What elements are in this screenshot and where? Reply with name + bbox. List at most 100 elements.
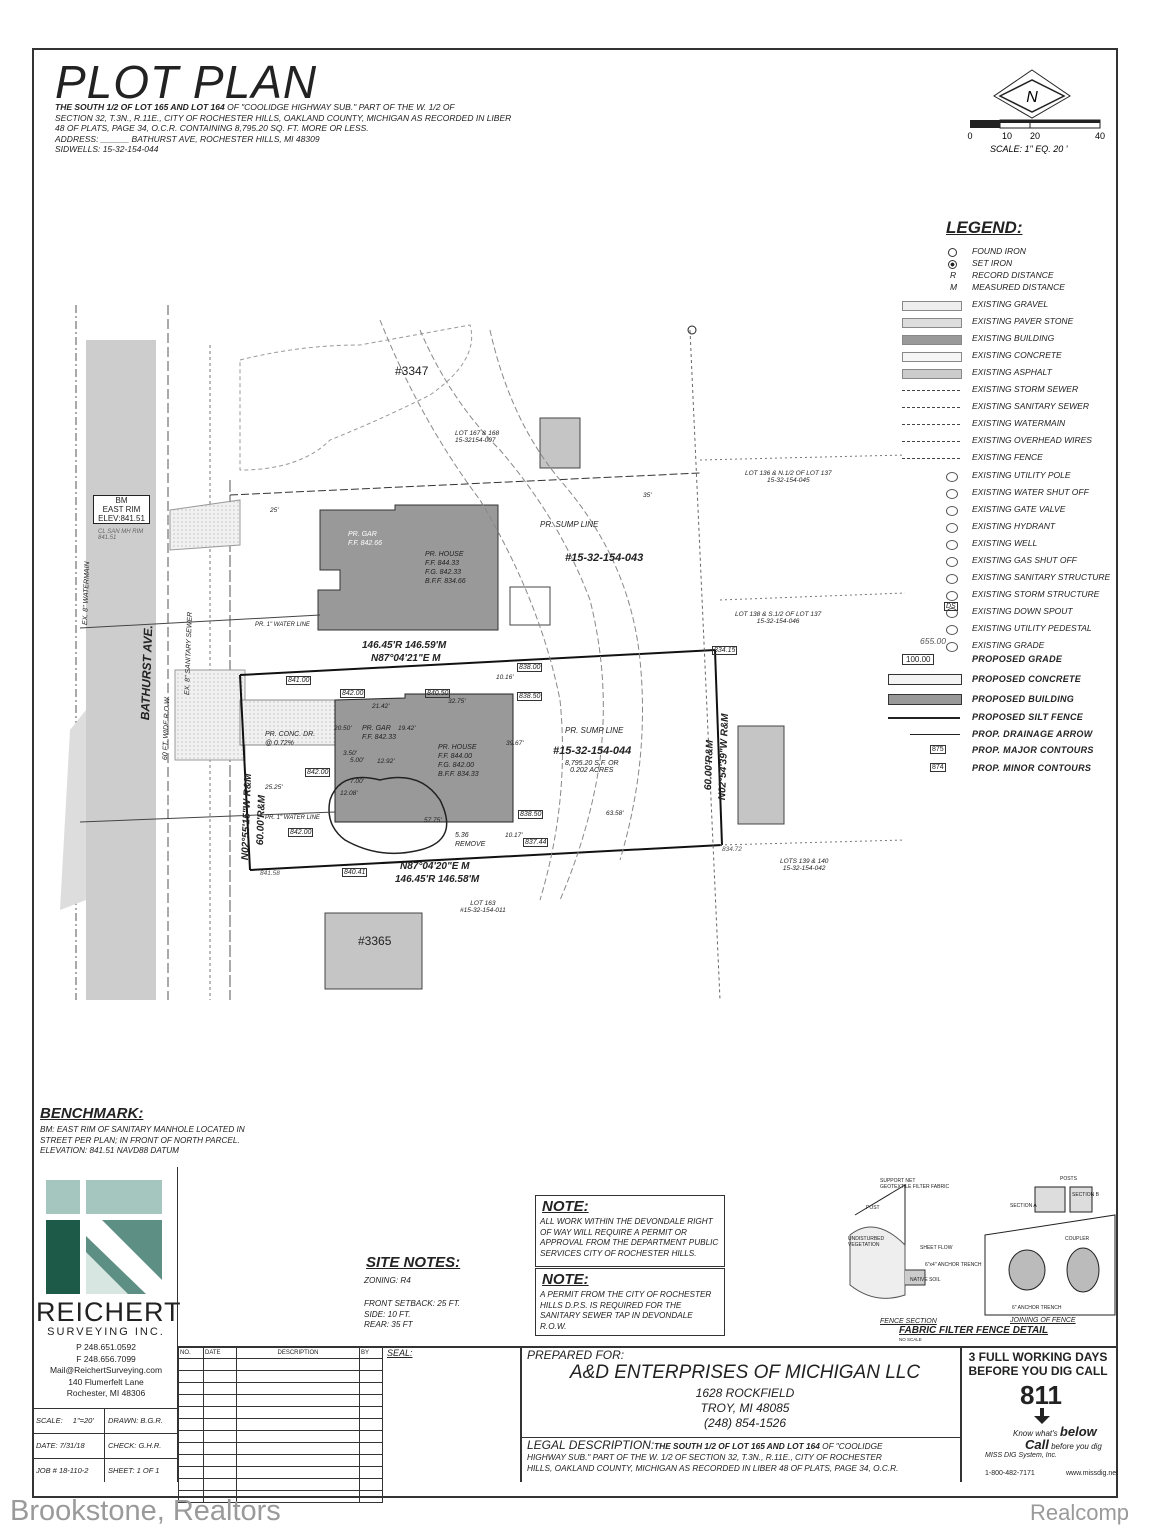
north-garage-label: PR. GAR F.F. 842.66 xyxy=(348,530,382,548)
legend-proposed-symbol xyxy=(888,717,960,719)
legend-item: EXISTING GRAVEL xyxy=(972,299,1049,309)
note-1-title: NOTE: xyxy=(542,1198,589,1215)
north-label: N xyxy=(1026,89,1038,106)
dig-know-text: Know what's xyxy=(1013,1429,1058,1438)
north-arrow-scale: N 0 10 20 40 SCALE: 1" EQ. 20 ' xyxy=(967,69,1105,154)
date-info-label: DATE: xyxy=(36,1441,58,1450)
legend-symbol xyxy=(902,301,962,311)
north-gar-title: PR. GAR xyxy=(348,531,377,538)
lots-139-id: 15-32-154-042 xyxy=(782,865,826,872)
legend-symbol xyxy=(902,352,962,363)
benchmark-line1: BM: EAST RIM OF SANITARY MANHOLE LOCATED… xyxy=(40,1125,245,1134)
north-house-bff: B.F.F. 834.66 xyxy=(425,578,466,585)
note-2-line: HILLS D.P.S. IS REQUIRED FOR THE xyxy=(540,1300,682,1310)
site-notes-front: FRONT SETBACK: 25 FT. xyxy=(364,1299,461,1308)
scale-tick-20: 20 xyxy=(1030,131,1040,141)
legend-proposed-item: PROP. MAJOR CONTOURS xyxy=(972,745,1094,755)
fence-label-secB: SECTION B xyxy=(1072,1192,1099,1198)
legend-symbol xyxy=(946,642,958,652)
conc-drive-text: PR. CONC. DR. xyxy=(265,731,316,738)
legend-item: EXISTING ASPHALT xyxy=(972,367,1052,378)
grade-tag: 840.50 xyxy=(425,689,451,698)
grade-tag: 842.00 xyxy=(305,768,331,777)
north-house-ff: F.F. 844.33 xyxy=(425,560,459,567)
water-line-south: PR. 1" WATER LINE xyxy=(265,815,320,821)
legal-label: LEGAL DESCRIPTION: xyxy=(527,1438,655,1452)
sheet-info-label: SHEET: xyxy=(108,1466,135,1475)
fence-label-posts: POSTS xyxy=(1060,1176,1077,1182)
parcel-acres-text: 0.202 ACRES xyxy=(570,767,614,774)
north-gar-ff: F.F. 842.66 xyxy=(348,540,382,547)
legend-item: FOUND IRON xyxy=(972,246,1026,256)
job-number-info: JOB # 18-110-2 xyxy=(36,1466,88,1475)
benchmark-box: BM EAST RIM ELEV:841.51 xyxy=(93,495,150,524)
legend-item: EXISTING WATER SHUT OFF xyxy=(972,486,1089,497)
legend-proposed-item: PROP. MINOR CONTOURS xyxy=(972,763,1092,773)
legend-item: EXISTING UTILITY POLE xyxy=(972,469,1071,480)
legend-proposed-symbol xyxy=(888,674,962,685)
fence-detail-drawing xyxy=(849,1184,1116,1316)
existing-building-east xyxy=(539,417,581,469)
note-1-line: SERVICES CITY OF ROCHESTER HILLS. xyxy=(540,1248,697,1258)
dig-before-text: before you dig xyxy=(1051,1442,1102,1451)
legend-symbol xyxy=(902,369,962,380)
parcel-043-label: #15-32-154-043 xyxy=(565,552,644,564)
legend-proposed-item: PROPOSED GRADE xyxy=(972,654,1063,664)
legend-symbol xyxy=(902,390,960,392)
drawn-info-value: B.G.R. xyxy=(140,1416,163,1425)
south-house-ff: F.F. 844.00 xyxy=(438,753,472,760)
dim-label: 57.75' xyxy=(424,817,442,824)
check-info-value: G.H.R. xyxy=(138,1441,162,1450)
dig-miss: MISS DIG System, Inc. xyxy=(985,1452,1057,1459)
sheet-info-value: 1 OF 1 xyxy=(136,1466,160,1475)
fence-label-trench: 6"x4" ANCHOR TRENCH xyxy=(925,1262,982,1268)
plan-sheet-border xyxy=(32,48,1118,1498)
note-box-1: NOTE: ALL WORK WITHIN THE DEVONDALE RIGH… xyxy=(535,1195,725,1267)
legend-item: SET IRON xyxy=(972,258,1013,268)
dig-below-text: below xyxy=(1059,1424,1097,1439)
dig-line1: 3 FULL WORKING DAYS xyxy=(968,1350,1108,1364)
fence-label-soil: NATIVE SOIL xyxy=(910,1277,941,1283)
benchmark-line3: ELEVATION: 841.51 NAVD88 DATUM xyxy=(40,1146,179,1155)
benchmark-title: BENCHMARK: xyxy=(40,1105,144,1122)
note-2-line: SANITARY SEWER TAP IN DEVONDALE R.O.W. xyxy=(540,1311,693,1331)
site-notes-setbacks: FRONT SETBACK: 25 FT. SIDE: 10 FT. REAR:… xyxy=(364,1299,460,1331)
company-email: Mail@ReichertSurveying.com xyxy=(49,1365,163,1375)
dig-know: Know what's below xyxy=(1013,1424,1097,1439)
scale-tick-10: 10 xyxy=(1002,131,1012,141)
scale-info-label: SCALE: xyxy=(36,1416,63,1425)
legend-item: EXISTING BUILDING xyxy=(972,333,1055,344)
legend-symbol xyxy=(902,458,960,460)
company-fax: F 248.656.7099 xyxy=(76,1353,136,1364)
company-block xyxy=(32,1167,178,1408)
description-line2: SECTION 32, T.3N., R.11E., CITY OF ROCHE… xyxy=(55,112,512,123)
lot-136-id: 15-32-154-045 xyxy=(766,477,810,484)
legend-proposed-item: PROP. DRAINAGE ARROW xyxy=(972,729,1093,739)
company-phone: P 248.651.0592 xyxy=(76,1342,136,1352)
legend-symbol xyxy=(946,522,958,533)
south-house-fg: F.G. 842.00 xyxy=(438,762,475,769)
dim-label: 10.16' xyxy=(496,674,514,681)
sheet-info: SHEET: 1 OF 1 xyxy=(108,1466,159,1475)
description-address: ADDRESS: ______ BATHURST AVE, ROCHESTER … xyxy=(55,133,320,144)
note-2-body: A PERMIT FROM THE CITY OF ROCHESTER HILL… xyxy=(536,1290,724,1332)
note-box-2: NOTE: A PERMIT FROM THE CITY OF ROCHESTE… xyxy=(535,1268,725,1336)
lot-163-id: #15-32-154-011 xyxy=(460,907,506,914)
dim-label: 3.50' xyxy=(343,750,357,757)
site-notes-rear: REAR: 35 FT xyxy=(364,1320,413,1329)
north-line-bearing: N87°04'21"E M xyxy=(371,653,441,664)
legend-item: EXISTING STORM STRUCTURE xyxy=(972,588,1100,599)
scale-tick-40: 40 xyxy=(1095,131,1105,141)
shovel-icon xyxy=(1034,1408,1050,1424)
legend-symbol xyxy=(948,260,957,269)
legend-symbol xyxy=(946,573,958,584)
check-info: CHECK: G.H.R. xyxy=(108,1441,161,1450)
legend-symbol xyxy=(946,505,958,516)
description-bold: THE SOUTH 1/2 OF LOT 165 AND LOT 164 xyxy=(55,102,225,112)
legend-item: EXISTING SANITARY STRUCTURE xyxy=(972,571,1111,582)
